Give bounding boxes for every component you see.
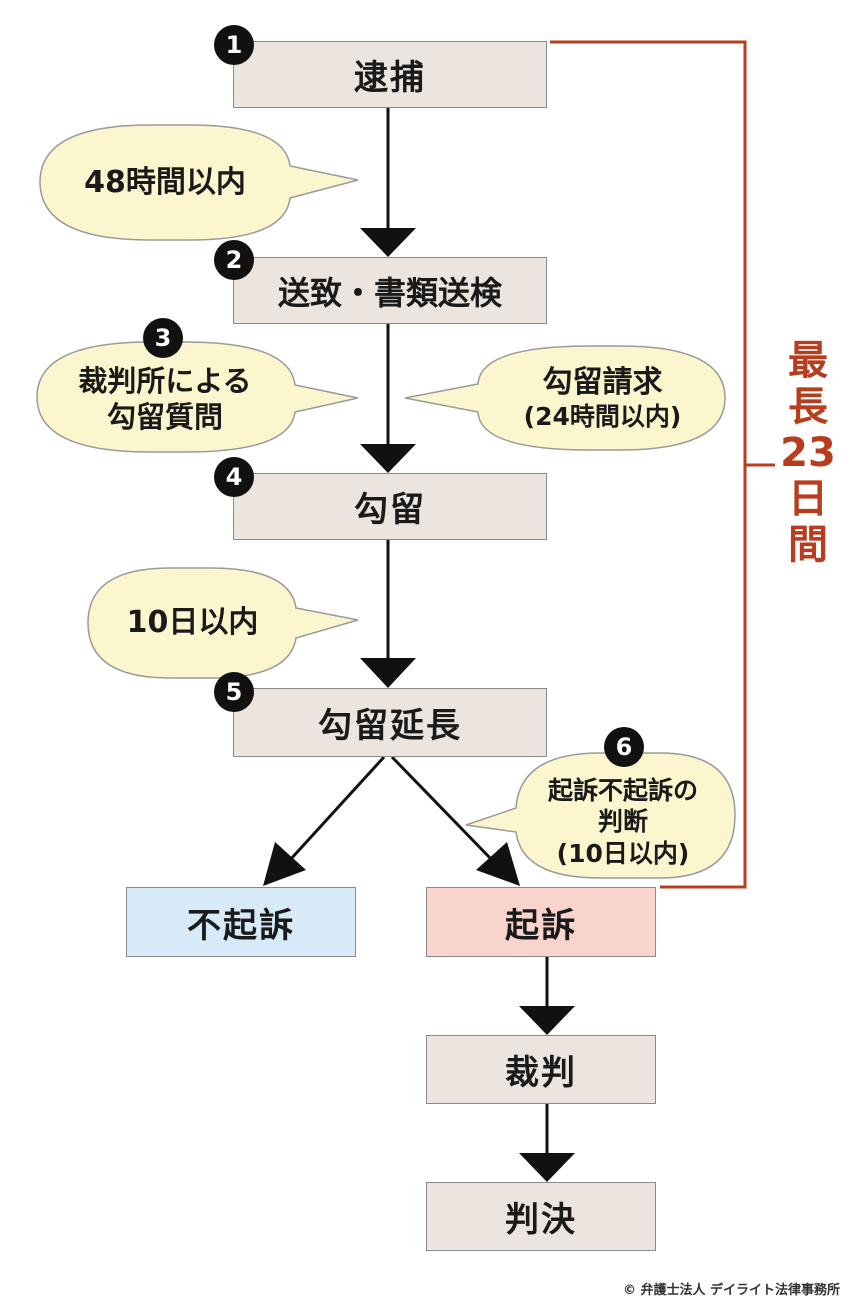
max-label-char-5: 間 <box>788 522 828 568</box>
number-badge-6: 6 <box>604 727 644 767</box>
bubble-detention-request <box>404 345 726 451</box>
bubble-detention-question-line1: 裁判所による <box>78 363 252 398</box>
bubble-detention-question-text: 裁判所による 勾留質問 <box>45 346 285 452</box>
bubble-48h <box>39 124 359 241</box>
max-label-char-4: 日 <box>788 476 828 522</box>
step-transfer: 送致・書類送検 <box>233 257 547 324</box>
bubble-10days-text: 10日以内 <box>95 568 290 678</box>
bubble-10days-label: 10日以内 <box>126 605 259 641</box>
arrowhead-trial <box>519 1006 575 1035</box>
max-label-char-3: 23 <box>780 430 836 476</box>
bubble-indictment-decision <box>465 752 736 879</box>
bubble-detention-request-line1: 勾留請求 <box>542 364 663 400</box>
arrowhead-nonindict <box>263 842 306 886</box>
bubble-detention-request-line2: (24時間以内) <box>523 402 682 432</box>
step-extension: 勾留延長 <box>233 688 547 757</box>
connector-5-indict <box>390 755 494 862</box>
max-label-char-2: 長 <box>788 384 828 430</box>
bubble-detention-request-text: 勾留請求 (24時間以内) <box>485 346 720 450</box>
bubble-48h-text: 48時間以内 <box>50 125 280 240</box>
step-verdict: 判決 <box>426 1182 656 1251</box>
connector-5-nonindict <box>288 755 386 862</box>
number-badge-3: 3 <box>143 318 183 358</box>
number-badge-2: 2 <box>214 240 254 280</box>
bubble-detention-question <box>36 341 359 453</box>
copyright-credit: © 弁護士法人 デイライト法律事務所 <box>622 1283 840 1298</box>
number-badge-5: 5 <box>214 672 254 712</box>
bubble-indictment-decision-line1: 起訴不起訴の <box>547 776 698 806</box>
bubble-48h-label: 48時間以内 <box>84 164 246 200</box>
arrowhead-indict <box>476 842 520 886</box>
step-detention: 勾留 <box>233 473 547 540</box>
step-indictment: 起訴 <box>426 887 656 957</box>
bubble-indictment-decision-line2: 判断 <box>597 807 648 837</box>
step-non-indictment: 不起訴 <box>126 887 356 957</box>
max-label-char-1: 最 <box>788 338 828 384</box>
step-trial: 裁判 <box>426 1035 656 1104</box>
bubble-indictment-decision-line3: (10日以内) <box>556 838 690 868</box>
max-23-days-label: 最 長 23 日 間 <box>780 338 836 568</box>
number-badge-1: 1 <box>214 25 254 65</box>
bubble-indictment-decision-text: 起訴不起訴の 判断 (10日以内) <box>512 768 734 876</box>
arrowhead-verdict <box>519 1153 575 1182</box>
arrowhead-1-2 <box>360 228 416 257</box>
bubble-10days <box>87 567 359 679</box>
arrowhead-4-5 <box>360 658 416 688</box>
bubble-detention-question-line2: 勾留質問 <box>106 400 223 434</box>
number-badge-4: 4 <box>214 457 254 497</box>
step-arrest: 逮捕 <box>233 41 547 108</box>
arrowhead-2-4 <box>360 444 416 473</box>
